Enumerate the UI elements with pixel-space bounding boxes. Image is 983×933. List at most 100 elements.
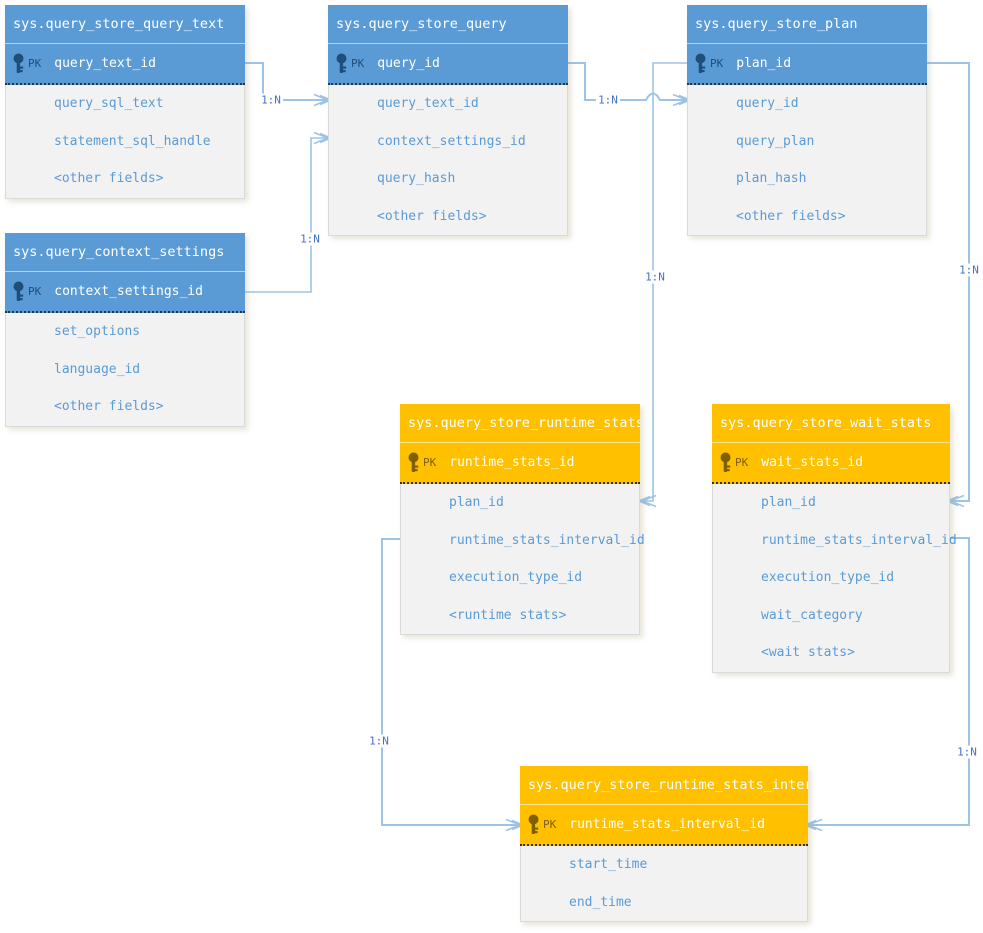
- connector-query-to-plan: [568, 62, 693, 107]
- cardinality-label: 1:N: [955, 745, 979, 759]
- connector-contextsettings-to-query: [245, 131, 334, 293]
- field-name: <other fields>: [377, 208, 487, 224]
- field-row: <other fields>: [329, 197, 567, 235]
- table-title-text: sys.query_store_runtime_stats_interval: [528, 777, 808, 793]
- field-row: execution_type_id: [713, 559, 949, 597]
- primary-key-icon: [334, 53, 349, 74]
- field-row: <runtime stats>: [401, 596, 639, 634]
- connector-querytext-to-query: [245, 62, 334, 107]
- table-title: sys.query_context_settings: [5, 233, 245, 271]
- field-list: start_time end_time: [520, 846, 808, 922]
- table-title: sys.query_store_wait_stats: [712, 404, 950, 442]
- table-query-store-runtime-stats-interval[interactable]: sys.query_store_runtime_stats_interval P…: [520, 766, 808, 922]
- pk-field-name: context_settings_id: [54, 284, 203, 299]
- pk-field-name: query_id: [377, 56, 440, 71]
- cardinality-label: 1:N: [298, 232, 322, 246]
- field-row: query_sql_text: [6, 85, 244, 123]
- pk-row: PK query_id: [328, 43, 568, 85]
- table-query-store-runtime-stats[interactable]: sys.query_store_runtime_stats PK runtime…: [400, 404, 645, 635]
- pk-label: PK: [543, 818, 557, 831]
- field-name: runtime_stats_interval_id: [761, 532, 957, 548]
- pk-row: PK runtime_stats_interval_id: [520, 804, 808, 846]
- field-row: <wait stats>: [713, 634, 949, 672]
- pk-row: PK runtime_stats_id: [400, 442, 640, 484]
- field-row: end_time: [521, 883, 807, 921]
- field-name: query_sql_text: [54, 96, 164, 112]
- field-name: wait_category: [761, 607, 863, 623]
- field-row: runtime_stats_interval_id: [401, 521, 645, 559]
- primary-key-icon: [406, 452, 421, 473]
- field-list: set_options language_id<other fields>: [5, 313, 245, 427]
- table-title-text: sys.query_store_query_text: [13, 16, 225, 32]
- field-name: set_options: [54, 324, 141, 340]
- field-name: plan_id: [449, 495, 504, 511]
- cardinality-label: 1:N: [367, 734, 391, 748]
- table-query-store-wait-stats[interactable]: sys.query_store_wait_stats PK wait_stats…: [712, 404, 957, 673]
- connector-plan-to-runtimestats: [636, 62, 687, 508]
- field-row: <other fields>: [6, 160, 244, 198]
- pk-field-name: plan_id: [736, 56, 792, 71]
- field-name: <other fields>: [736, 208, 846, 224]
- field-row: <other fields>: [688, 197, 926, 235]
- field-row: language_id: [6, 350, 244, 388]
- field-name: runtime_stats_interval_id: [449, 532, 645, 548]
- field-name: plan_id: [761, 495, 816, 511]
- field-name: statement_sql_handle: [54, 133, 211, 149]
- field-row: query_hash: [329, 160, 567, 198]
- primary-key-icon: [526, 814, 541, 835]
- pk-label: PK: [710, 57, 724, 70]
- cardinality-label: 1:N: [643, 270, 667, 284]
- table-title-text: sys.query_store_runtime_stats: [408, 415, 640, 431]
- table-query-store-plan[interactable]: sys.query_store_plan PK plan_id query_id…: [687, 5, 927, 236]
- table-title-text: sys.query_store_query: [336, 16, 507, 32]
- field-row: query_id: [688, 85, 926, 123]
- field-row: context_settings_id: [329, 122, 567, 160]
- field-list: plan_id runtime_stats_interval_id executio…: [400, 484, 645, 635]
- primary-key-icon: [11, 53, 26, 74]
- field-name: execution_type_id: [761, 570, 895, 586]
- field-name: execution_type_id: [449, 570, 583, 586]
- pk-field-name: runtime_stats_interval_id: [569, 817, 765, 832]
- table-title: sys.query_store_query: [328, 5, 568, 43]
- field-list: query_id query_plan plan_hash <other fields…: [687, 85, 927, 236]
- table-title: sys.query_store_plan: [687, 5, 927, 43]
- field-row: query_text_id: [329, 85, 567, 123]
- cardinality-label: 1:N: [259, 93, 283, 107]
- pk-label: PK: [423, 456, 437, 469]
- field-name: start_time: [569, 857, 648, 873]
- field-name: query_plan: [736, 133, 815, 149]
- field-name: <wait stats>: [761, 645, 855, 661]
- pk-field-name: wait_stats_id: [761, 455, 863, 470]
- table-query-store-query[interactable]: sys.query_store_query PK query_id query_…: [328, 5, 568, 236]
- field-name: end_time: [569, 894, 632, 910]
- field-row: start_time: [521, 846, 807, 884]
- field-name: query_hash: [377, 171, 456, 187]
- table-query-store-query-text[interactable]: sys.query_store_query_text PK query_text…: [5, 5, 245, 199]
- field-row: query_plan: [688, 122, 926, 160]
- field-row: set_options: [6, 313, 244, 351]
- table-title-text: sys.query_store_wait_stats: [720, 415, 932, 431]
- field-name: plan_hash: [736, 171, 807, 187]
- field-name: <runtime stats>: [449, 607, 567, 623]
- field-name: query_id: [736, 96, 799, 112]
- pk-field-name: runtime_stats_id: [449, 455, 575, 470]
- field-list: query_sql_text statement_sql_handle <other…: [5, 85, 245, 199]
- field-row: <other fields>: [6, 388, 244, 426]
- primary-key-icon: [718, 452, 733, 473]
- field-row: statement_sql_handle: [6, 122, 244, 160]
- primary-key-icon: [693, 53, 708, 74]
- table-query-context-settings[interactable]: sys.query_context_settings PK context_se…: [5, 233, 245, 427]
- table-title: sys.query_store_query_text: [5, 5, 245, 43]
- pk-row: PK plan_id: [687, 43, 927, 85]
- primary-key-icon: [11, 281, 26, 302]
- table-title-text: sys.query_store_plan: [695, 16, 858, 32]
- pk-label: PK: [735, 456, 749, 469]
- field-row: plan_id: [401, 484, 639, 522]
- pk-field-name: query_text_id: [54, 56, 156, 71]
- pk-label: PK: [28, 57, 42, 70]
- field-row: wait_category: [713, 596, 949, 634]
- cardinality-label: 1:N: [596, 93, 620, 107]
- table-title: sys.query_store_runtime_stats_interval: [520, 766, 808, 804]
